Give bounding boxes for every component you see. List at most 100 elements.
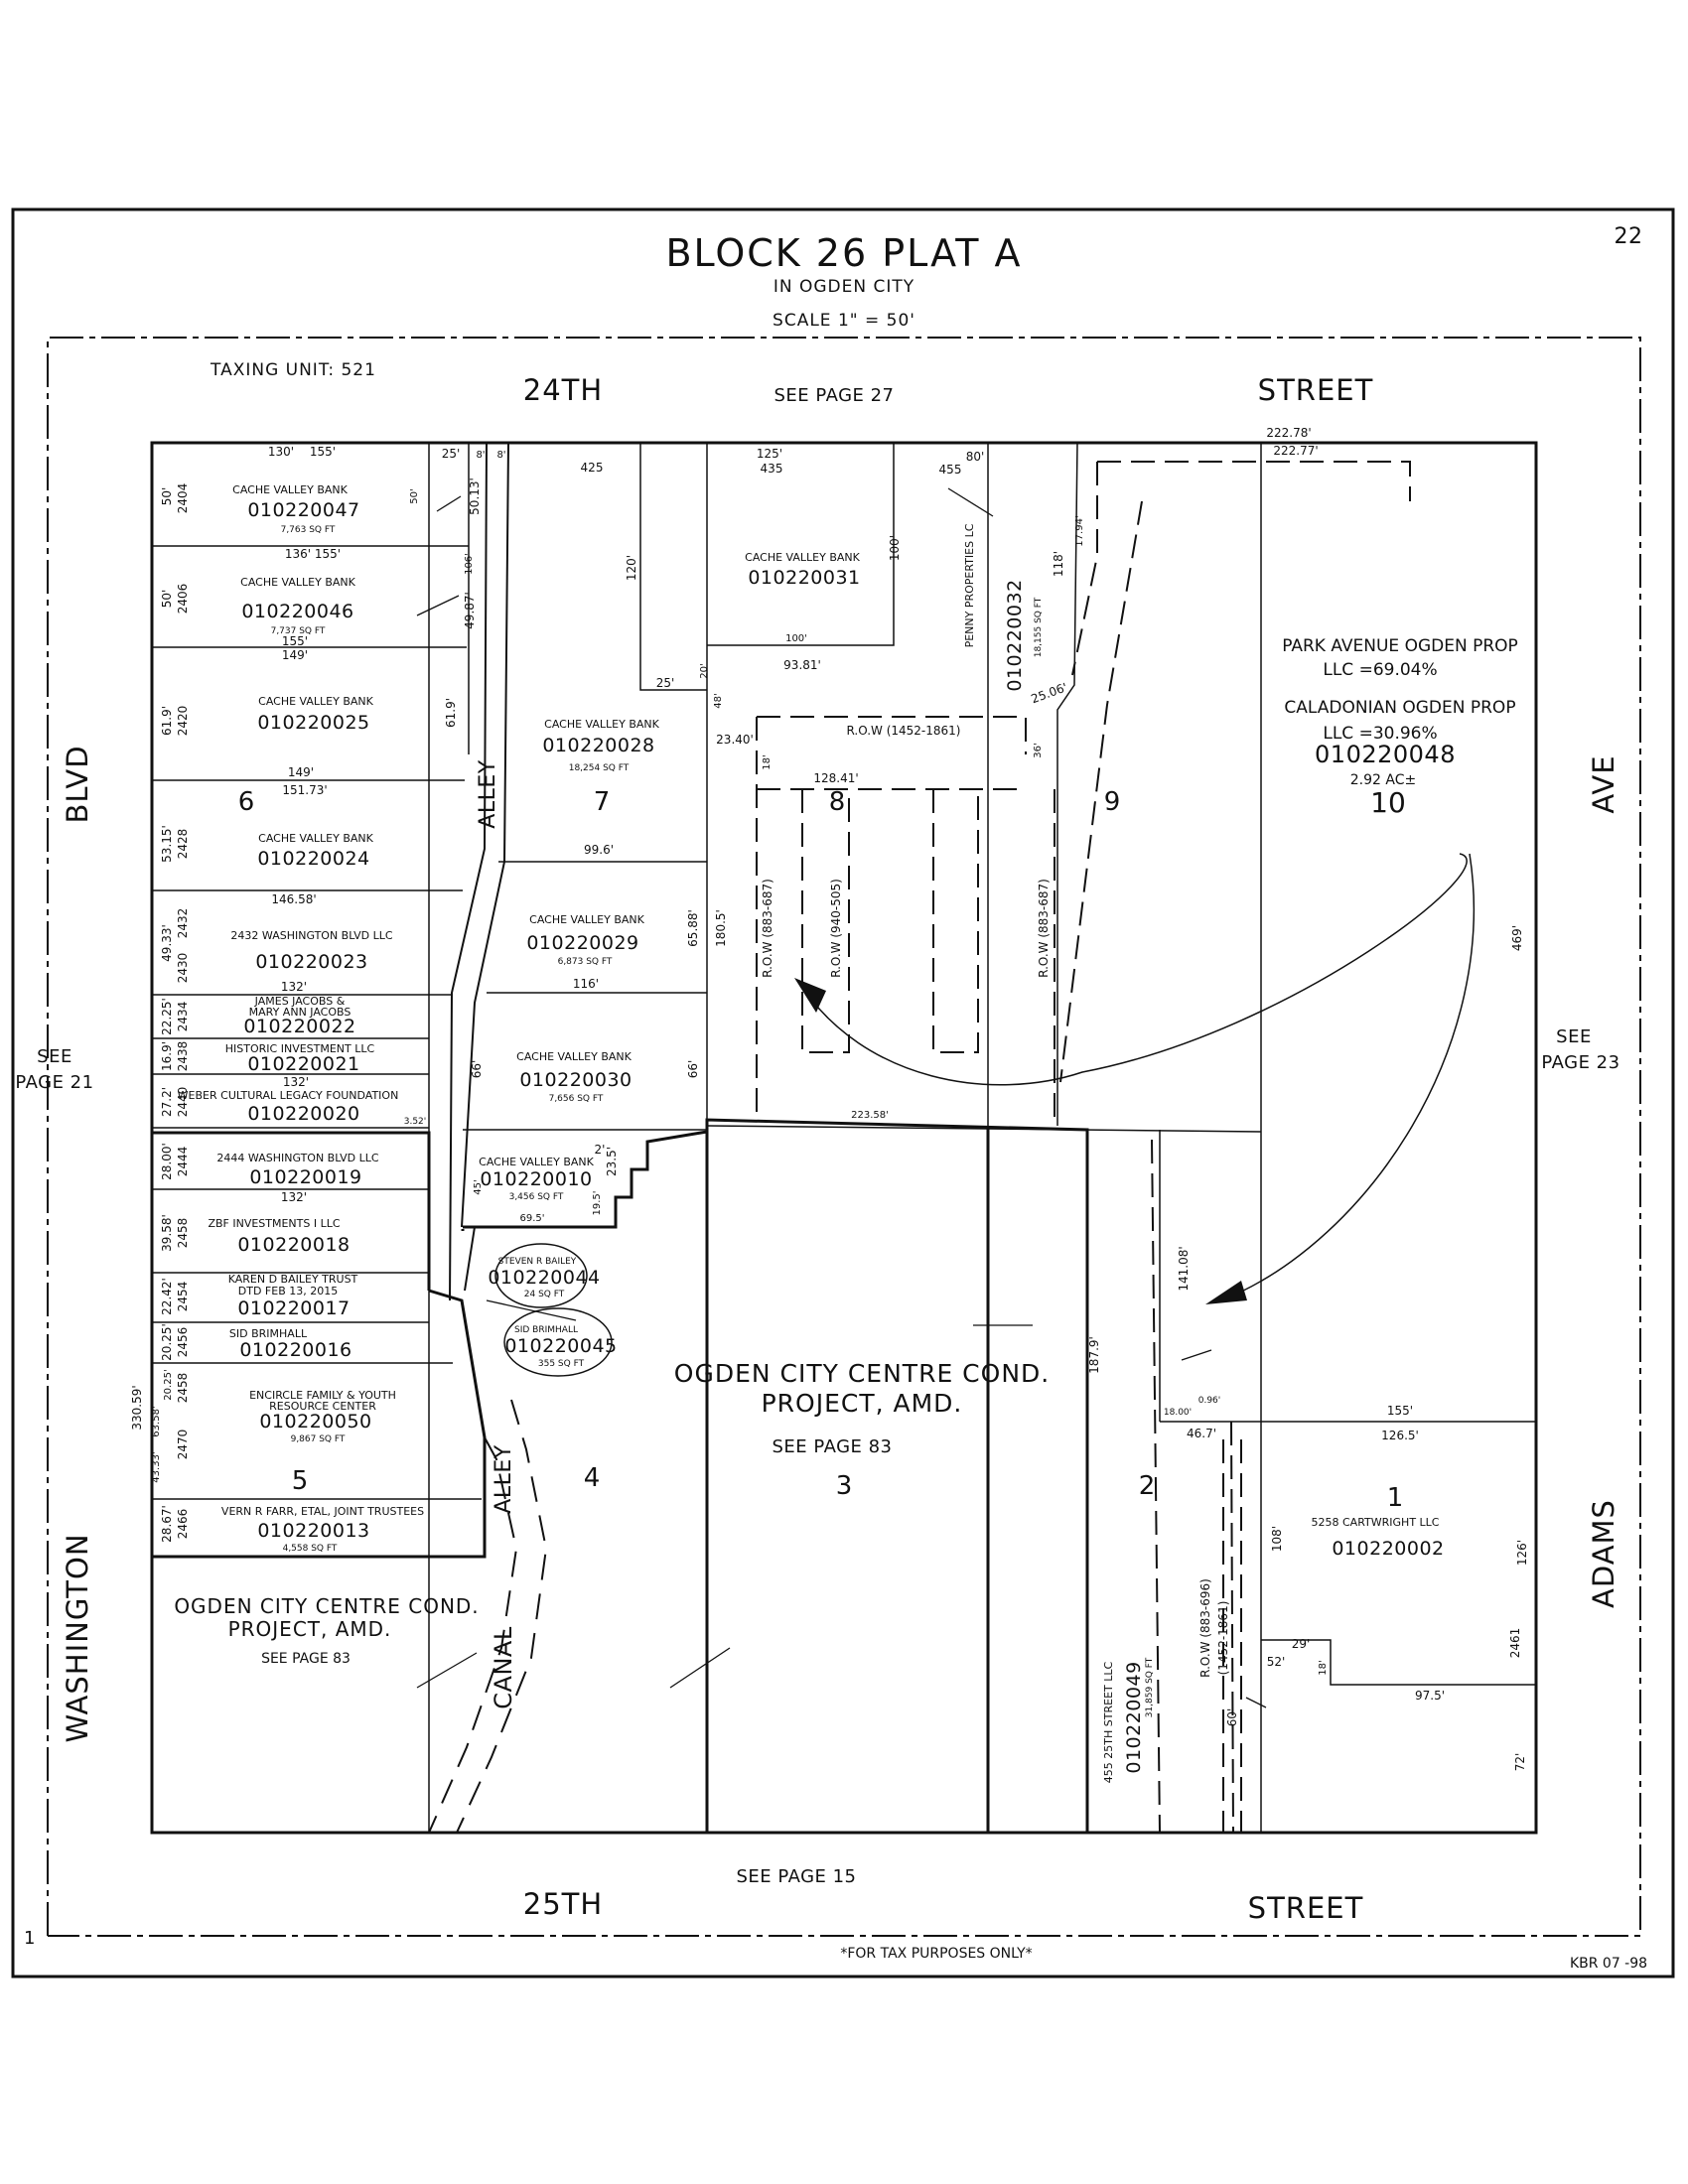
parcel-030[interactable]: CACHE VALLEY BANK 010220030 7,656 SQ FT [516, 1050, 633, 1104]
parcel-049[interactable]: 455 25TH STREET LLC 010220049 31,859 SQ … [1102, 1657, 1155, 1783]
dim-label: 66' [470, 1060, 484, 1079]
lot-number-4: 4 [584, 1463, 601, 1493]
parcel-owner: SID BRIMHALL [514, 1325, 578, 1335]
parcel-047[interactable]: CACHE VALLEY BANK 010220047 7,763 SQ FT … [176, 483, 360, 535]
dim-label: 125' [757, 447, 782, 461]
dim-label: 45' [473, 1179, 484, 1194]
dim-label: 20.25' [163, 1369, 174, 1400]
condo-label-main[interactable]: OGDEN CITY CENTRE COND. PROJECT, AMD. SE… [674, 1359, 1050, 1457]
dim-label: 149' [282, 648, 308, 662]
parcel-010[interactable]: CACHE VALLEY BANK 010220010 3,456 SQ FT [479, 1156, 594, 1202]
row-label-4: R.O.W (883-687) [1037, 879, 1051, 978]
parcel-address-2: 2430 [176, 953, 190, 984]
row-label-5a: R.O.W (883-696) [1198, 1578, 1212, 1678]
dim-label: 50' [160, 590, 174, 609]
footer-note: *FOR TAX PURPOSES ONLY* [840, 1946, 1032, 1962]
dim-label: 128.41' [813, 771, 858, 785]
dim-label: 8' [476, 450, 485, 461]
parcel-028[interactable]: CACHE VALLEY BANK 010220028 18,254 SQ FT [542, 718, 659, 773]
parcel-owner-4: LLC =30.96% [1323, 724, 1437, 744]
parcel-002[interactable]: 5258 CARTWRIGHT LLC 010220002 2461 [1312, 1516, 1522, 1658]
dim-label: 22.25' [160, 998, 174, 1035]
parcel-area: 31,859 SQ FT [1145, 1657, 1155, 1717]
dim-label: 61.9' [444, 698, 458, 728]
parcel-021[interactable]: HISTORIC INVESTMENT LLC 010220021 2438 [176, 1041, 375, 1075]
condo-line-1: OGDEN CITY CENTRE COND. [174, 1594, 479, 1618]
dim-label: 27.2' [160, 1087, 174, 1117]
drafter-mark: KBR 07 -98 [1570, 1956, 1647, 1972]
parcel-address-2: 2470 [176, 1430, 190, 1460]
dim-label: 3.52' [404, 1117, 427, 1127]
parcel-044-outline [494, 1243, 588, 1308]
dim-label: 2' [595, 1143, 606, 1157]
parcel-018[interactable]: ZBF INVESTMENTS I LLC 010220018 2458 [176, 1217, 351, 1256]
parcel-048[interactable]: PARK AVENUE OGDEN PROP LLC =69.04% CALAD… [1282, 636, 1518, 788]
parcel-id: 010220045 [504, 1335, 617, 1357]
dim-label: 151.73' [282, 783, 327, 797]
parcel-id: 010220044 [488, 1267, 600, 1289]
dim-label: 16.9' [160, 1041, 174, 1071]
canal-label: CANAL [490, 1626, 517, 1709]
parcel-032[interactable]: PENNY PROPERTIES LC 010220032 18,155 SQ … [963, 523, 1044, 691]
parcel-022[interactable]: JAMES JACOBS & MARY ANN JACOBS 010220022… [176, 995, 356, 1037]
parcel-owner: CACHE VALLEY BANK [516, 1050, 632, 1063]
parcel-id: 010220049 [1123, 1661, 1145, 1773]
dim-label: 93.81' [783, 658, 821, 672]
parcel-area: 9,867 SQ FT [291, 1434, 346, 1444]
parcel-id: 010220025 [257, 712, 369, 734]
alley-label-north: ALLEY [476, 759, 500, 828]
parcel-owner: CACHE VALLEY BANK [258, 695, 373, 708]
parcel-owner: JAMES JACOBS & [254, 995, 346, 1008]
condo-line-1: OGDEN CITY CENTRE COND. [674, 1359, 1050, 1388]
dim-label: 19.5' [592, 1190, 603, 1215]
dim-label: 28.67' [160, 1505, 174, 1543]
condo-ref: SEE PAGE 83 [261, 1651, 351, 1667]
parcel-area: 2.92 AC± [1350, 772, 1416, 788]
parcel-023[interactable]: 2432 WASHINGTON BLVD LLC 010220023 2432 … [176, 908, 393, 984]
ref-north: SEE PAGE 27 [774, 385, 894, 406]
dim-label: 136' [285, 547, 311, 561]
lot-number-1: 1 [1387, 1483, 1404, 1513]
parcel-029[interactable]: CACHE VALLEY BANK 010220029 6,873 SQ FT [526, 913, 644, 967]
parcel-address: 2444 [176, 1147, 190, 1177]
dim-label: 63.58' [151, 1406, 162, 1436]
dim-label: 29' [1292, 1637, 1311, 1651]
parcel-019[interactable]: 2444 WASHINGTON BLVD LLC 010220019 2444 [176, 1147, 379, 1188]
dim-label: 43.33' [151, 1451, 162, 1482]
parcel-id: 010220047 [247, 499, 359, 521]
dim-label: 187.9' [1087, 1336, 1101, 1374]
parcel-address: 2420 [176, 706, 190, 737]
row-dashes [756, 461, 1411, 1834]
dim-label: 23.40' [716, 733, 754, 747]
parcel-045[interactable]: SID BRIMHALL 010220045 355 SQ FT [504, 1325, 617, 1369]
dim-label: 155' [1387, 1404, 1413, 1418]
parcel-044[interactable]: STEVEN R BAILEY 010220044 24 SQ FT [488, 1257, 600, 1299]
parcel-024[interactable]: CACHE VALLEY BANK 010220024 2428 [176, 829, 374, 870]
parcel-owner: 2432 WASHINGTON BLVD LLC [230, 929, 392, 942]
parcel-031[interactable]: CACHE VALLEY BANK 010220031 [745, 551, 861, 589]
dim-label: 108' [1270, 1526, 1284, 1552]
parcel-025[interactable]: CACHE VALLEY BANK 010220025 2420 [176, 695, 374, 736]
dim-label: 0.96' [1198, 1396, 1221, 1406]
dim-label: 155' [315, 547, 341, 561]
parcel-046[interactable]: CACHE VALLEY BANK 010220046 7,737 SQ FT … [176, 576, 356, 636]
parcel-020[interactable]: WEBER CULTURAL LEGACY FOUNDATION 0102200… [176, 1087, 398, 1125]
parcel-owner: PENNY PROPERTIES LC [963, 523, 976, 647]
parcel-050[interactable]: ENCIRCLE FAMILY & YOUTH RESOURCE CENTER … [176, 1373, 396, 1460]
parcel-id: 010220046 [241, 601, 353, 622]
arc-2 [1220, 853, 1475, 1301]
parcel-017[interactable]: KAREN D BAILEY TRUST DTD FEB 13, 2015 01… [176, 1273, 358, 1319]
parcel-id: 010220018 [237, 1234, 350, 1256]
parcel-address: 2440 [176, 1087, 190, 1118]
parcel-owner: CACHE VALLEY BANK [240, 576, 355, 589]
parcel-013[interactable]: VERN R FARR, ETAL, JOINT TRUSTEES 010220… [176, 1505, 424, 1554]
parcel-area: 24 SQ FT [524, 1290, 565, 1299]
taxing-unit: TAXING UNIT: 521 [210, 360, 376, 380]
parcel-owner-2: LLC =69.04% [1323, 660, 1437, 680]
parcel-016[interactable]: SID BRIMHALL 010220016 2456 [176, 1327, 352, 1361]
lot-number-8: 8 [829, 787, 846, 817]
canal-dashes [428, 1399, 548, 1834]
lot-number-7: 7 [594, 787, 611, 817]
condo-label-west[interactable]: OGDEN CITY CENTRE COND. PROJECT, AMD. SE… [174, 1594, 479, 1667]
